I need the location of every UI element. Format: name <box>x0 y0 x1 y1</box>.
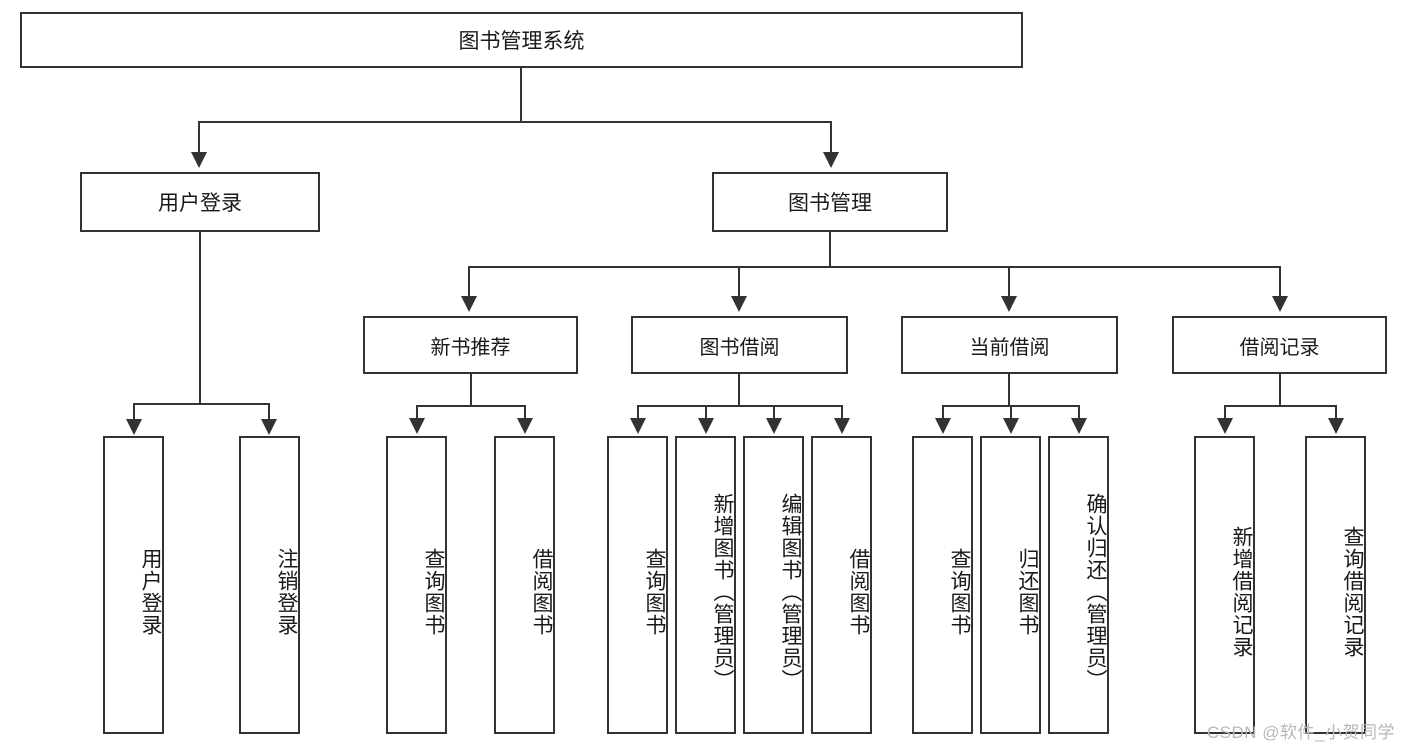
node-leaf-query-book-2[interactable]: 查询图书 <box>607 436 668 734</box>
node-label: 图书管理系统 <box>458 30 585 53</box>
arrowhead-to-leaf-query-book-3 <box>935 418 951 434</box>
arrowhead-to-leaf-borrow-book-1 <box>517 418 533 434</box>
connector-to-leaf-user-login <box>133 403 135 421</box>
node-leaf-confirm-return[interactable]: 确认归还（管理员） <box>1048 436 1109 734</box>
node-label: 用户登录 <box>158 192 242 215</box>
connector-to-user-login <box>198 121 200 153</box>
node-label: 用户登录 <box>139 548 162 636</box>
node-borrow-record[interactable]: 借阅记录 <box>1172 316 1387 374</box>
node-label: 新增图书（管理员） <box>711 493 734 691</box>
node-label: 注销登录 <box>275 548 298 636</box>
node-label: 借阅图书 <box>847 548 870 636</box>
node-leaf-query-book-3[interactable]: 查询图书 <box>912 436 973 734</box>
node-leaf-add-book[interactable]: 新增图书（管理员） <box>675 436 736 734</box>
node-label: 查询图书 <box>422 548 445 636</box>
arrowhead-to-leaf-user-logout <box>261 419 277 435</box>
node-label: 确认归还（管理员） <box>1084 493 1107 691</box>
node-leaf-edit-book[interactable]: 编辑图书（管理员） <box>743 436 804 734</box>
node-leaf-query-book-1[interactable]: 查询图书 <box>386 436 447 734</box>
node-label: 归还图书 <box>1016 548 1039 636</box>
arrowhead-to-borrow-record <box>1272 296 1288 312</box>
connector-to-leaf-confirm-return <box>1078 405 1080 419</box>
arrowhead-to-leaf-add-book <box>698 418 714 434</box>
arrowhead-to-leaf-user-login <box>126 419 142 435</box>
connector-to-leaf-query-borrow-record <box>1335 405 1337 419</box>
node-book-borrow[interactable]: 图书借阅 <box>631 316 848 374</box>
node-leaf-user-logout[interactable]: 注销登录 <box>239 436 300 734</box>
connector-book-management-stem <box>829 232 831 266</box>
connector-to-leaf-query-book-1 <box>416 405 418 419</box>
connector-to-leaf-user-logout <box>268 403 270 421</box>
connector-current-borrow-stem <box>1008 374 1010 405</box>
connector-to-leaf-borrow-book-2 <box>841 405 843 419</box>
connector-to-book-management <box>830 121 832 153</box>
connector-new-book-recommend-bus <box>416 405 526 407</box>
node-label: 图书借阅 <box>699 336 780 359</box>
connector-to-leaf-edit-book <box>773 405 775 419</box>
connector-user-login-bus <box>133 403 268 405</box>
node-root-system[interactable]: 图书管理系统 <box>20 12 1023 68</box>
connector-root-stem <box>520 68 522 121</box>
node-leaf-add-borrow-record[interactable]: 新增借阅记录 <box>1194 436 1255 734</box>
arrowhead-to-book-management <box>823 152 839 168</box>
connector-to-leaf-borrow-book-1 <box>524 405 526 419</box>
arrowhead-to-leaf-return-book <box>1003 418 1019 434</box>
arrowhead-to-leaf-confirm-return <box>1071 418 1087 434</box>
node-label: 借阅图书 <box>530 548 553 636</box>
arrowhead-to-leaf-edit-book <box>766 418 782 434</box>
connector-borrow-record-stem <box>1279 374 1281 405</box>
arrowhead-to-user-login <box>191 152 207 168</box>
connector-level1-bus <box>198 121 832 123</box>
arrowhead-to-new-book-recommend <box>461 296 477 312</box>
node-label: 查询借阅记录 <box>1341 526 1364 658</box>
arrowhead-to-current-borrow <box>1001 296 1017 312</box>
node-label: 查询图书 <box>643 548 666 636</box>
arrowhead-to-leaf-query-borrow-record <box>1328 418 1344 434</box>
node-label: 新书推荐 <box>430 336 511 359</box>
arrowhead-to-leaf-query-book-2 <box>630 418 646 434</box>
connector-level2-bus <box>468 266 1280 268</box>
arrowhead-to-leaf-borrow-book-2 <box>834 418 850 434</box>
connector-to-current-borrow <box>1008 266 1010 297</box>
node-label: 查询图书 <box>948 548 971 636</box>
node-label: 新增借阅记录 <box>1230 526 1253 658</box>
connector-book-borrow-bus <box>637 405 842 407</box>
arrowhead-to-leaf-query-book-1 <box>409 418 425 434</box>
connector-to-book-borrow <box>738 266 740 297</box>
node-label: 图书管理 <box>788 192 872 215</box>
node-leaf-borrow-book-2[interactable]: 借阅图书 <box>811 436 872 734</box>
node-leaf-user-login[interactable]: 用户登录 <box>103 436 164 734</box>
connector-to-leaf-add-borrow-record <box>1224 405 1226 419</box>
node-current-borrow[interactable]: 当前借阅 <box>901 316 1118 374</box>
connector-to-borrow-record <box>1279 266 1281 297</box>
node-user-login[interactable]: 用户登录 <box>80 172 320 232</box>
connector-to-leaf-add-book <box>705 405 707 419</box>
connector-book-borrow-stem <box>738 374 740 405</box>
arrowhead-to-book-borrow <box>731 296 747 312</box>
connector-to-leaf-query-book-2 <box>637 405 639 419</box>
node-leaf-return-book[interactable]: 归还图书 <box>980 436 1041 734</box>
node-book-management[interactable]: 图书管理 <box>712 172 948 232</box>
connector-new-book-recommend-stem <box>470 374 472 405</box>
node-leaf-query-borrow-record[interactable]: 查询借阅记录 <box>1305 436 1366 734</box>
node-label: 借阅记录 <box>1239 336 1320 359</box>
connector-to-leaf-query-book-3 <box>942 405 944 419</box>
node-label: 编辑图书（管理员） <box>779 493 802 691</box>
node-label: 当前借阅 <box>969 336 1050 359</box>
node-new-book-recommend[interactable]: 新书推荐 <box>363 316 578 374</box>
arrowhead-to-leaf-add-borrow-record <box>1217 418 1233 434</box>
connector-to-new-book-recommend <box>468 266 470 297</box>
connector-borrow-record-bus <box>1224 405 1337 407</box>
node-leaf-borrow-book-1[interactable]: 借阅图书 <box>494 436 555 734</box>
connector-to-leaf-return-book <box>1010 405 1012 419</box>
connector-user-login-stem <box>199 232 201 403</box>
